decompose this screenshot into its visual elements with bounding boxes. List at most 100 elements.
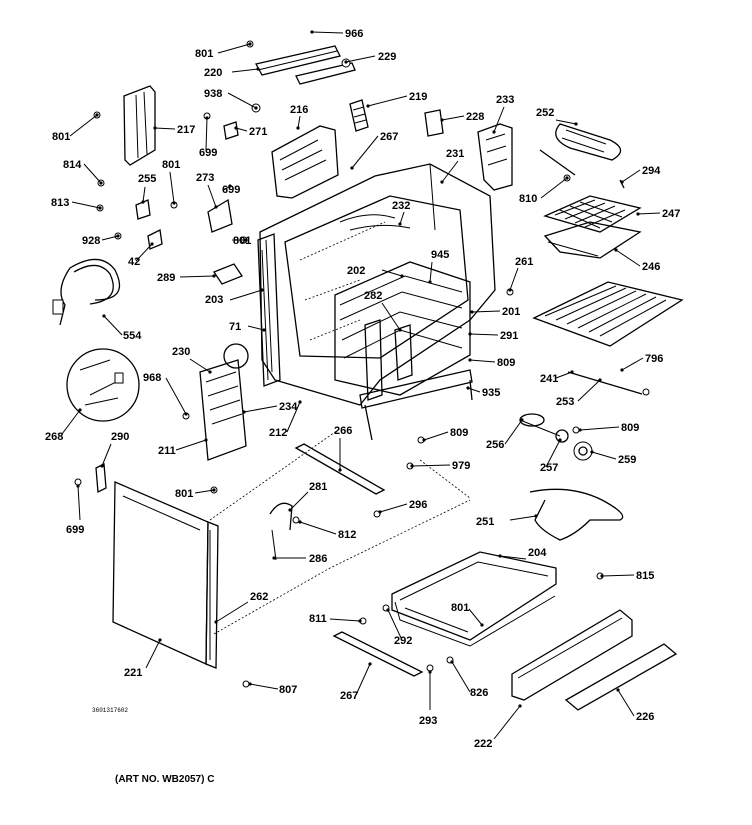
leader-line: [381, 302, 401, 331]
oven-door-221: [112, 481, 219, 669]
back-panel-216: [251, 103, 339, 199]
callout-241: 241: [540, 373, 558, 385]
callout-801: 801: [52, 131, 70, 143]
front-frame-203: [257, 233, 473, 441]
callout-262: 262: [250, 591, 268, 603]
callout-273: 273: [196, 172, 214, 184]
leader-dot: [272, 556, 276, 560]
leader-line: [345, 55, 376, 63]
callout-796: 796: [645, 353, 663, 365]
leader-line: [165, 377, 187, 415]
leader-line: [229, 289, 263, 301]
leader-dot: [466, 386, 470, 390]
callout-230: 230: [172, 346, 190, 358]
leader-line: [215, 601, 249, 623]
wiring-detail-268: [66, 348, 140, 422]
callout-289: 289: [157, 272, 175, 284]
leader-line: [103, 315, 123, 336]
leader-dot: [570, 370, 574, 374]
leader-line: [617, 689, 635, 717]
floor-outline: [209, 429, 471, 635]
leader-line: [591, 451, 617, 460]
callout-945: 945: [431, 249, 449, 261]
callout-813: 813: [51, 197, 69, 209]
leader-line: [469, 333, 499, 336]
leader-dot: [204, 438, 208, 442]
leader-dot: [565, 176, 569, 180]
callout-281: 281: [309, 481, 327, 493]
callout-814: 814: [63, 159, 82, 171]
callout-217: 217: [177, 124, 195, 136]
callout-256: 256: [486, 439, 504, 451]
leader-dot: [440, 118, 444, 122]
leader-line: [493, 705, 521, 740]
callout-255: 255: [138, 173, 156, 185]
leader-dot: [296, 126, 300, 130]
callout-261: 261: [515, 256, 533, 268]
leader-line: [381, 269, 403, 277]
leader-dot: [214, 620, 218, 624]
leader-dot: [422, 438, 426, 442]
leader-line: [235, 127, 248, 132]
leader-line: [468, 608, 483, 626]
callout-699: 699: [222, 184, 240, 196]
leader-dot: [254, 106, 258, 110]
bracket-42: [147, 229, 163, 250]
leader-dot: [214, 205, 218, 209]
rail-267: [332, 631, 424, 677]
leader-line: [101, 235, 119, 241]
leader-dot: [620, 180, 624, 184]
drawing-code: 3601317602: [92, 707, 128, 714]
callout-291: 291: [500, 330, 518, 342]
leader-dot: [95, 113, 99, 117]
leader-line: [540, 177, 568, 199]
leader-line: [286, 401, 301, 433]
callout-257: 257: [540, 462, 558, 474]
bracket-233: [477, 123, 513, 191]
leader-line: [142, 186, 146, 203]
leader-dot: [468, 358, 472, 362]
leader-dot: [288, 508, 292, 512]
leader-line: [205, 117, 208, 151]
callout-286: 286: [309, 553, 327, 565]
callout-826: 826: [470, 687, 488, 699]
leader-line: [249, 683, 279, 690]
callout-233: 233: [496, 94, 514, 106]
callout-267: 267: [380, 131, 398, 143]
leader-dot: [172, 201, 176, 205]
leader-dot: [520, 418, 524, 422]
leader-line: [145, 639, 161, 669]
callout-801: 801: [175, 488, 193, 500]
leader-line: [423, 431, 449, 441]
callout-809: 809: [497, 357, 515, 369]
leader-dot: [578, 428, 582, 432]
callout-815: 815: [636, 570, 654, 582]
leader-dot: [428, 280, 432, 284]
leader-line: [509, 515, 537, 521]
callout-232: 232: [392, 200, 410, 212]
callout-246: 246: [642, 261, 660, 273]
leader-dot: [208, 370, 212, 374]
power-cord-554: [52, 258, 121, 326]
leader-line: [179, 275, 215, 278]
sensor-281: [269, 502, 300, 561]
leader-dot: [398, 222, 402, 226]
callout-267: 267: [340, 690, 358, 702]
leader-line: [471, 310, 501, 313]
leader-dot: [248, 682, 252, 686]
leader-dot: [310, 30, 314, 34]
leader-line: [379, 503, 408, 513]
leader-dot: [440, 180, 444, 184]
leader-dot: [298, 400, 302, 404]
leader-dot: [242, 410, 246, 414]
leader-line: [175, 439, 207, 451]
leader-line: [615, 249, 641, 267]
leader-line: [451, 661, 471, 693]
leader-dot: [366, 104, 370, 108]
leader-line: [207, 184, 217, 208]
broiler-pan: [543, 195, 642, 259]
leader-line: [577, 379, 601, 402]
bracket-290: [95, 462, 107, 494]
callout-labels: 966 801 229 220 938 216 219 801 217 271 …: [45, 28, 680, 785]
leader-dot: [480, 623, 484, 627]
